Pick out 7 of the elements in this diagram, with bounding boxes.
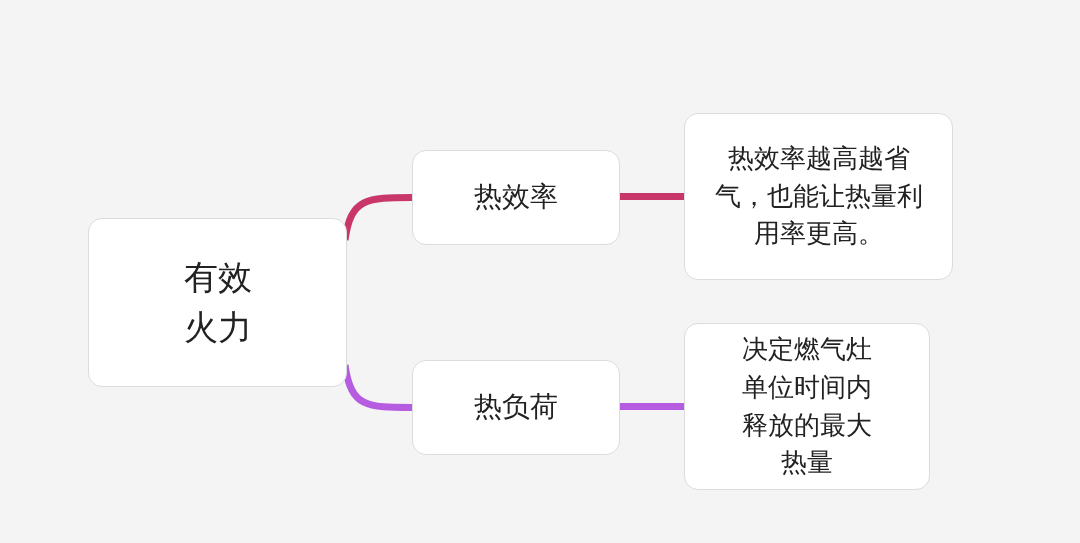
topic-box: 有效火力 [88, 218, 347, 387]
topic-box: 决定燃气灶单位时间内释放的最大热量 [684, 323, 930, 490]
topic-box: 热负荷 [412, 360, 620, 455]
connector-line [620, 403, 684, 410]
topic-box: 热效率越高越省气，也能让热量利用率更高。 [684, 113, 953, 280]
connector-line [620, 193, 684, 200]
topic-box: 热效率 [412, 150, 620, 245]
